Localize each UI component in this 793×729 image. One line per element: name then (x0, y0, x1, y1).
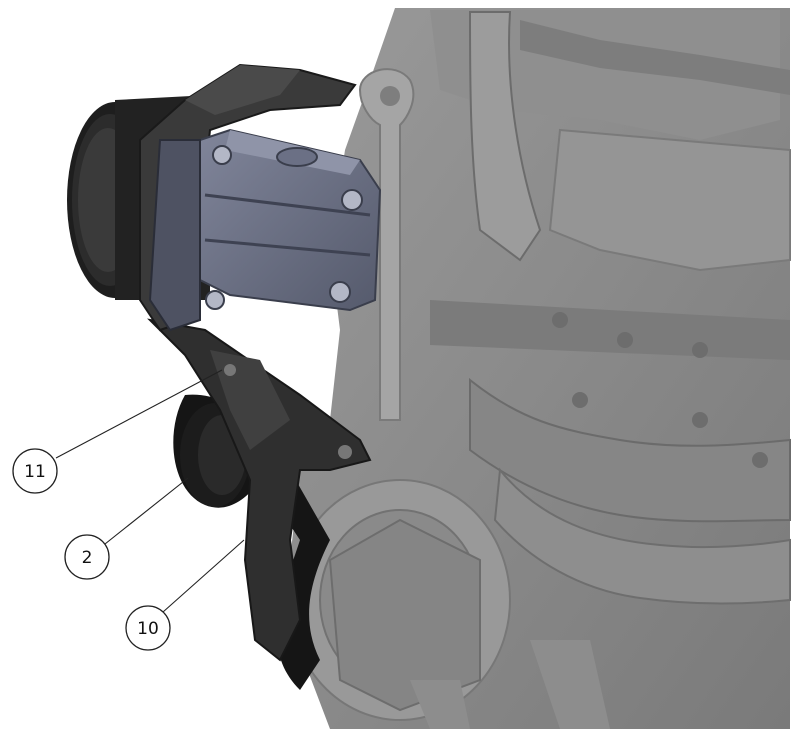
callout-2-label: 2 (82, 548, 93, 568)
leader-10 (162, 539, 245, 613)
leader-2 (104, 477, 189, 545)
callout-2: 2 (64, 534, 110, 580)
leader-lines (55, 369, 245, 613)
callout-11: 11 (12, 448, 58, 494)
callout-11-label: 11 (24, 462, 46, 482)
callout-10: 10 (125, 605, 171, 651)
engine-block (289, 8, 791, 729)
pump-body (148, 128, 382, 332)
callout-10-label: 10 (137, 619, 159, 639)
main-bracket (147, 318, 372, 662)
leader-11 (55, 369, 223, 459)
